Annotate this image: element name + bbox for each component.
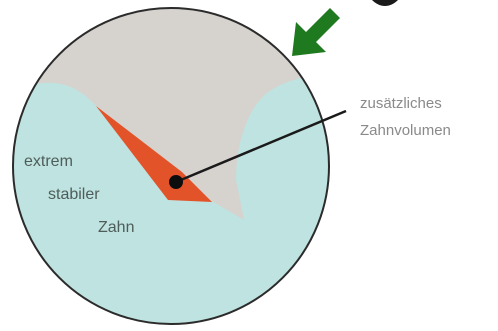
callout-label-line-2: Zahnvolumen — [360, 122, 451, 139]
tooth-label-line-2: stabiler — [48, 186, 100, 203]
top-edge-fragment — [372, 0, 398, 6]
callout-label-line-1: zusätzliches — [360, 95, 442, 112]
tooth-label-line-3: Zahn — [98, 219, 134, 236]
tooth-label-line-1: extrem — [24, 153, 73, 170]
added-volume-marker-dot — [169, 175, 183, 189]
green-arrow-icon — [292, 8, 340, 56]
